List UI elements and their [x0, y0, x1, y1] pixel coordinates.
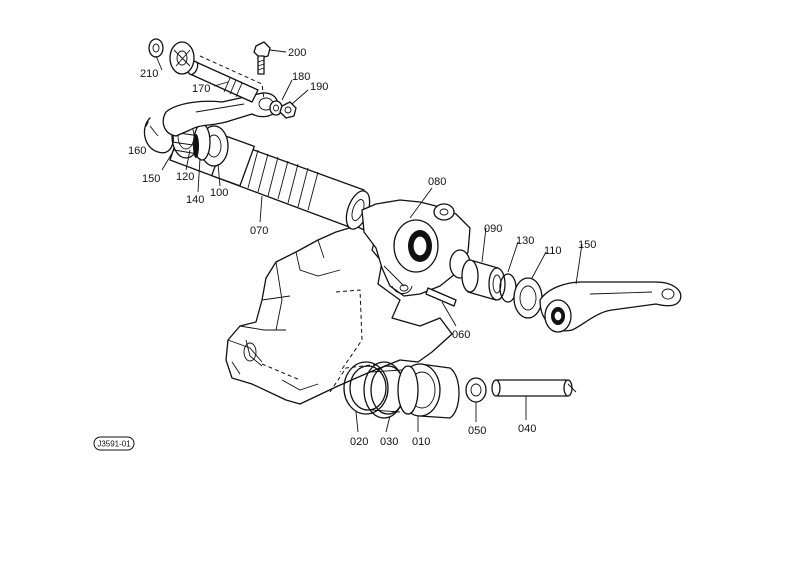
- lift-arm-left-150: [162, 92, 279, 137]
- bolt-200: [253, 41, 271, 75]
- label-150-right: 150: [578, 239, 596, 251]
- piston-010: [397, 363, 460, 419]
- label-120: 120: [176, 171, 194, 183]
- snap-ring-160: [143, 117, 174, 154]
- reference-code: J3591-01: [97, 440, 131, 449]
- label-200: 200: [288, 47, 306, 59]
- pin-170: [187, 55, 265, 103]
- label-020: 020: [350, 436, 368, 448]
- label-160: 160: [128, 145, 146, 157]
- label-140: 140: [186, 194, 204, 206]
- label-080: 080: [428, 176, 446, 188]
- label-130: 130: [516, 235, 534, 247]
- label-070: 070: [250, 225, 268, 237]
- label-010: 010: [412, 436, 430, 448]
- transmission-housing: [225, 225, 453, 405]
- label-050: 050: [468, 425, 486, 437]
- lift-arm-right-150: [539, 281, 682, 333]
- pin-040: [491, 379, 577, 397]
- ring-050: [465, 377, 487, 403]
- label-100: 100: [210, 187, 228, 199]
- part-labels: 210 200 170 180 190 160 150 120 140 100 …: [128, 47, 596, 448]
- snap-ring-020: [343, 361, 389, 415]
- label-090: 090: [484, 223, 502, 235]
- label-060: 060: [452, 329, 470, 341]
- label-030: 030: [380, 436, 398, 448]
- leader-lines: [149, 49, 583, 433]
- housing-080: [361, 199, 471, 297]
- pin-060: [425, 287, 457, 307]
- label-170: 170: [192, 83, 210, 95]
- bushing-090: [461, 259, 506, 301]
- bearing-110: [513, 277, 543, 319]
- nut-190: [279, 101, 297, 119]
- label-110: 110: [544, 245, 562, 257]
- cover-210: [148, 38, 195, 75]
- reference-code-badge: J3591-01: [93, 436, 135, 451]
- label-150-left: 150: [142, 173, 160, 185]
- label-040: 040: [518, 423, 536, 435]
- label-180: 180: [292, 71, 310, 83]
- label-190: 190: [310, 81, 328, 93]
- label-210: 210: [140, 68, 158, 80]
